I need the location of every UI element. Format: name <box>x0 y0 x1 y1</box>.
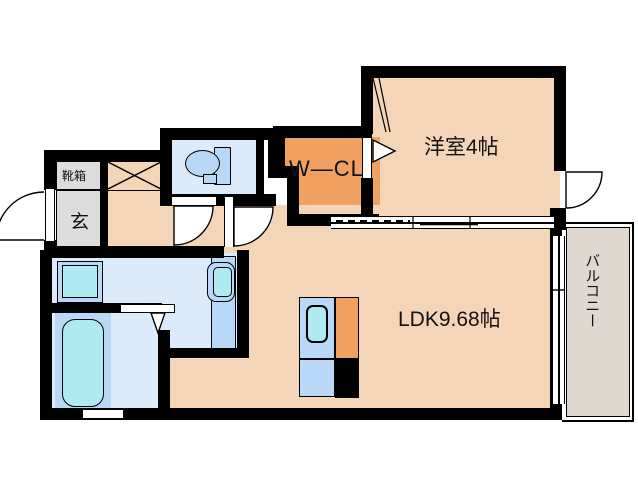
kitchen-stove-counter <box>335 297 359 359</box>
bedroom-door-icon <box>372 138 397 164</box>
bedroom-floor <box>363 68 560 226</box>
wall-bath-top-divider <box>40 303 162 313</box>
entry-door-jamb <box>45 189 55 241</box>
bath-door-marker-icon <box>150 312 166 336</box>
entry-label: 玄 <box>70 212 90 233</box>
kitchen-sink-divider <box>299 358 335 360</box>
wall-ldk-bottom <box>158 408 562 420</box>
wall-entry-top <box>44 150 172 162</box>
sliding-partition-mullions <box>412 216 471 229</box>
wall-washroom-bottom <box>158 348 249 358</box>
wall-shoebox-divider <box>100 150 108 248</box>
wall-closet-notch-v <box>287 166 299 222</box>
wall-toilet-right <box>256 128 264 206</box>
bathtub-basin <box>62 319 104 407</box>
shoe-box-area <box>56 160 105 190</box>
toilet-base <box>203 174 217 184</box>
bedroom-fold-door-icon <box>372 77 391 133</box>
washbasin-inner <box>213 267 232 297</box>
wall-washroom-right <box>237 250 249 358</box>
living-label: LDK9.68帖 <box>398 308 501 331</box>
washing-machine-inner <box>62 265 98 298</box>
wall-bedroom-left <box>361 66 373 134</box>
wall-ldk-right-upper <box>550 208 566 230</box>
bathroom-door-icon <box>233 206 274 247</box>
storage-hatch-icon <box>107 161 162 190</box>
kitchen-sink-basin <box>306 305 328 343</box>
toilet-bowl <box>185 150 220 177</box>
entrance-door-icon <box>0 191 45 241</box>
shoe-box-label: 靴箱 <box>62 169 87 183</box>
wall-bath-left <box>40 250 52 420</box>
balcony-door-rail <box>558 236 560 404</box>
closet-label: W—CL <box>289 156 364 181</box>
wall-toilet-left <box>160 128 172 206</box>
wall-bedroom-top <box>361 66 566 78</box>
wall-closet-top <box>273 126 371 138</box>
balcony-label: バルコニー <box>583 253 601 328</box>
wall-toilet-right2 <box>268 128 276 178</box>
toilet-door-icon <box>173 205 214 246</box>
balcony-door-icon <box>565 171 603 209</box>
kitchen-wall-stub <box>335 358 359 398</box>
bath-bottom-vent <box>82 409 124 419</box>
wall-entry-left <box>44 150 56 190</box>
wall-toilet-top <box>160 128 270 140</box>
bedroom-label: 洋室4帖 <box>424 136 499 159</box>
wall-closet-left <box>273 126 285 178</box>
balcony-floor <box>566 227 630 417</box>
bathroom-sliding-door <box>120 304 175 313</box>
balcony-outer-rail <box>562 222 634 422</box>
hallway-threshold-edge <box>108 246 224 258</box>
balcony-inner-rail <box>566 227 630 417</box>
